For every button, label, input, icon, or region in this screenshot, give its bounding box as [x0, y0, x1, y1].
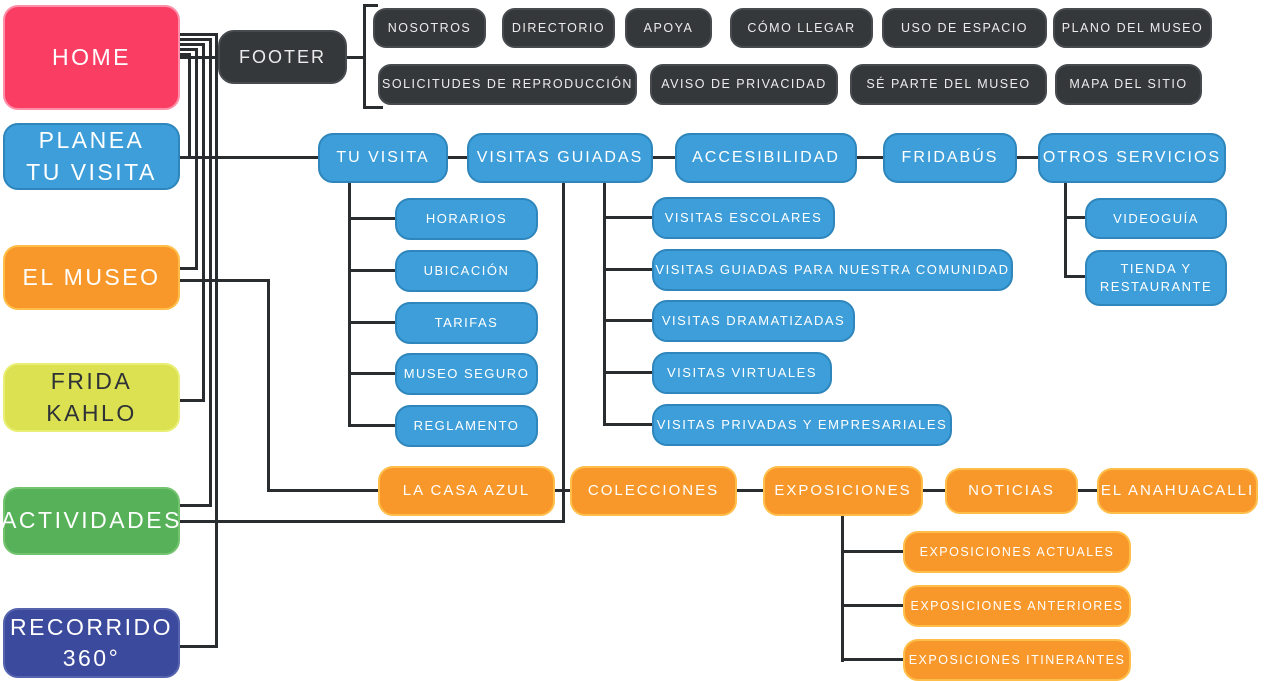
- node-exposiciones-itinerantes[interactable]: EXPOSICIONES ITINERANTES: [903, 639, 1131, 681]
- connector-line: [603, 423, 652, 426]
- node-nosotros[interactable]: NOSOTROS: [373, 8, 486, 48]
- connector-line: [180, 645, 218, 648]
- node-apoya[interactable]: APOYA: [625, 8, 712, 48]
- node-la-casa-azul[interactable]: LA CASA AZUL: [378, 466, 555, 516]
- connector-line: [180, 520, 565, 523]
- connector-line: [923, 489, 948, 492]
- connector-line: [1064, 275, 1085, 278]
- node-home[interactable]: HOME: [3, 5, 180, 110]
- connector-line: [348, 269, 395, 272]
- node-recorrido-360[interactable]: RECORRIDO 360°: [3, 608, 180, 678]
- node-footer[interactable]: FOOTER: [218, 30, 347, 84]
- connector-line: [180, 53, 191, 56]
- node-colecciones[interactable]: COLECCIONES: [570, 466, 737, 516]
- node-visitas-dramatizadas[interactable]: VISITAS DRAMATIZADAS: [652, 300, 855, 342]
- node-el-anahuacalli[interactable]: EL ANAHUACALLI: [1097, 468, 1258, 514]
- connector-line: [448, 156, 470, 159]
- connector-line: [215, 33, 218, 648]
- node-tu-visita[interactable]: TU VISITA: [318, 133, 448, 183]
- connector-line: [653, 156, 678, 159]
- connector-line: [180, 279, 270, 282]
- node-tienda-restaurante[interactable]: TIENDA Y RESTAURANTE: [1085, 250, 1227, 306]
- connector-line: [603, 268, 652, 271]
- connector-line: [1064, 216, 1085, 219]
- connector-line: [180, 43, 205, 46]
- node-exposiciones-actuales[interactable]: EXPOSICIONES ACTUALES: [903, 531, 1131, 573]
- node-videoguia[interactable]: VIDEOGUÍA: [1085, 198, 1227, 239]
- connector-line: [348, 217, 395, 220]
- connector-line: [267, 489, 378, 492]
- connector-line: [188, 53, 191, 158]
- connector-line: [1078, 489, 1100, 492]
- node-visitas-guiadas-comunidad[interactable]: VISITAS GUIADAS PARA NUESTRA COMUNIDAD: [652, 249, 1013, 291]
- connector-line: [180, 504, 212, 507]
- node-visitas-escolares[interactable]: VISITAS ESCOLARES: [652, 197, 835, 239]
- node-noticias[interactable]: NOTICIAS: [945, 468, 1078, 514]
- node-mapa-del-sitio[interactable]: MAPA DEL SITIO: [1055, 64, 1202, 105]
- node-accesibilidad[interactable]: ACCESIBILIDAD: [675, 133, 857, 183]
- node-como-llegar[interactable]: CÓMO LLEGAR: [730, 8, 873, 48]
- connector-line: [841, 658, 903, 661]
- node-se-parte-del-museo[interactable]: SÉ PARTE DEL MUSEO: [850, 64, 1047, 105]
- connector-line: [348, 183, 351, 427]
- node-visitas-privadas-empresariales[interactable]: VISITAS PRIVADAS Y EMPRESARIALES: [652, 404, 952, 446]
- connector-line: [841, 604, 903, 607]
- connector-line: [603, 183, 606, 426]
- node-solicitudes-de-reproduccion[interactable]: SOLICITUDES DE REPRODUCCIÓN: [378, 64, 637, 105]
- node-uso-de-espacio[interactable]: USO DE ESPACIO: [882, 8, 1047, 48]
- connector-line: [180, 38, 212, 41]
- connector-line: [1064, 183, 1067, 278]
- node-exposiciones[interactable]: EXPOSICIONES: [763, 466, 923, 516]
- connector-line: [363, 106, 383, 109]
- connector-line: [603, 319, 652, 322]
- node-museo-seguro[interactable]: MUSEO SEGURO: [395, 353, 538, 395]
- node-visitas-guiadas[interactable]: VISITAS GUIADAS: [467, 133, 653, 183]
- node-ubicacion[interactable]: UBICACIÓN: [395, 250, 538, 292]
- connector-line: [180, 399, 205, 402]
- node-otros-servicios[interactable]: OTROS SERVICIOS: [1038, 133, 1226, 183]
- connector-line: [603, 216, 652, 219]
- connector-line: [555, 489, 573, 492]
- connector-line: [347, 56, 366, 59]
- connector-line: [180, 56, 218, 59]
- connector-line: [857, 156, 886, 159]
- connector-line: [202, 43, 205, 401]
- node-actividades[interactable]: ACTIVIDADES: [1, 487, 180, 555]
- connector-line: [348, 321, 395, 324]
- connector-line: [348, 424, 395, 427]
- node-plano-del-museo[interactable]: PLANO DEL MUSEO: [1053, 8, 1212, 48]
- node-aviso-de-privacidad[interactable]: AVISO DE PRIVACIDAD: [650, 64, 838, 105]
- connector-line: [209, 38, 212, 506]
- connector-line: [180, 156, 318, 159]
- connector-line: [363, 4, 378, 7]
- connector-line: [363, 4, 366, 109]
- connector-line: [1017, 156, 1041, 159]
- connector-line: [841, 550, 903, 553]
- connector-line: [841, 516, 844, 662]
- node-reglamento[interactable]: REGLAMENTO: [395, 405, 538, 447]
- node-directorio[interactable]: DIRECTORIO: [502, 8, 615, 48]
- connector-line: [180, 267, 198, 270]
- node-tarifas[interactable]: TARIFAS: [395, 302, 538, 344]
- node-planea-tu-visita[interactable]: PLANEA TU VISITA: [3, 123, 180, 190]
- connector-line: [267, 279, 270, 492]
- connector-line: [603, 371, 652, 374]
- connector-line: [180, 48, 198, 51]
- connector-line: [180, 33, 218, 36]
- connector-line: [348, 372, 395, 375]
- node-el-museo[interactable]: EL MUSEO: [3, 245, 180, 310]
- connector-line: [562, 183, 565, 523]
- connector-line: [737, 489, 766, 492]
- node-fridabus[interactable]: FRIDABÚS: [883, 133, 1017, 183]
- node-exposiciones-anteriores[interactable]: EXPOSICIONES ANTERIORES: [903, 585, 1131, 627]
- node-frida-kahlo[interactable]: FRIDA KAHLO: [3, 363, 180, 432]
- node-horarios[interactable]: HORARIOS: [395, 198, 538, 240]
- node-visitas-virtuales[interactable]: VISITAS VIRTUALES: [652, 352, 832, 394]
